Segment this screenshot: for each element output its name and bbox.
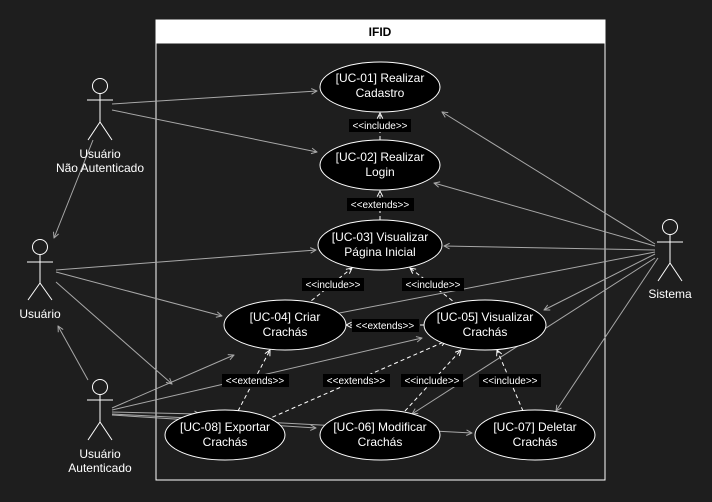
svg-text:[UC-04] Criar: [UC-04] Criar bbox=[250, 310, 321, 324]
label-include-uc05-uc03: <<include>> bbox=[402, 278, 464, 291]
svg-text:Usuário: Usuário bbox=[19, 307, 61, 321]
svg-text:<<include>>: <<include>> bbox=[305, 280, 360, 291]
system-boundary: IFID bbox=[155, 19, 606, 481]
assoc-sistema-uc01 bbox=[442, 112, 656, 245]
actor-usuario-nao-autenticado[interactable]: Usuário Não Autenticado bbox=[56, 78, 144, 176]
svg-text:Sistema: Sistema bbox=[648, 287, 692, 301]
assoc-autenticado-uc08 bbox=[111, 412, 200, 414]
actor-usuario-autenticado[interactable]: Usuário Autenticado bbox=[68, 379, 132, 476]
svg-text:Login: Login bbox=[365, 165, 394, 179]
label-include-uc06-uc05: <<include>> bbox=[401, 374, 463, 387]
svg-text:Crachás: Crachás bbox=[463, 325, 508, 339]
label-include-uc02-uc01: <<include>> bbox=[349, 119, 411, 132]
svg-text:<<include>>: <<include>> bbox=[482, 376, 537, 387]
stick-figure-icon bbox=[657, 219, 683, 282]
svg-text:[UC-08] Exportar: [UC-08] Exportar bbox=[180, 420, 270, 434]
label-extends-uc03-uc02: <<extends>> bbox=[347, 198, 414, 211]
svg-text:<<extends>>: <<extends>> bbox=[351, 200, 410, 211]
svg-text:[UC-07] Deletar: [UC-07] Deletar bbox=[493, 420, 576, 434]
system-title: IFID bbox=[369, 25, 392, 39]
stick-figure-icon bbox=[87, 379, 113, 441]
use-case-uc05[interactable]: [UC-05] Visualizar Crachás bbox=[423, 299, 547, 351]
svg-text:<<include>>: <<include>> bbox=[404, 376, 459, 387]
stick-figure-icon bbox=[27, 239, 53, 301]
label-extends-uc05-uc04: <<extends>> bbox=[352, 319, 419, 332]
assoc-sistema-uc04 bbox=[324, 251, 656, 316]
svg-text:<<extends>>: <<extends>> bbox=[226, 376, 285, 387]
assoc-sistema-uc05 bbox=[544, 253, 656, 310]
svg-text:Crachás: Crachás bbox=[513, 435, 558, 449]
assoc-nao-auth-uc02 bbox=[111, 109, 317, 152]
extends-uc08-uc04 bbox=[237, 350, 270, 412]
association-lines bbox=[54, 91, 659, 433]
use-case-uc03[interactable]: [UC-03] Visualizar Página Inicial bbox=[317, 219, 443, 271]
svg-text:<<include>>: <<include>> bbox=[405, 280, 460, 291]
svg-text:[UC-02] Realizar: [UC-02] Realizar bbox=[336, 150, 425, 164]
actors: Usuário Não Autenticado Usuário Usuário bbox=[19, 78, 692, 476]
svg-text:<<include>>: <<include>> bbox=[352, 121, 407, 132]
stick-figure-icon bbox=[87, 78, 113, 141]
label-include-uc04-uc03: <<include>> bbox=[302, 278, 364, 291]
svg-text:[UC-03] Visualizar: [UC-03] Visualizar bbox=[332, 230, 428, 244]
use-case-uc01[interactable]: [UC-01] Realizar Cadastro bbox=[319, 61, 441, 113]
assoc-autenticado-usuario bbox=[58, 326, 89, 381]
actor-sistema[interactable]: Sistema bbox=[648, 219, 692, 302]
svg-text:Usuário: Usuário bbox=[79, 147, 121, 161]
assoc-usuario-uc08 bbox=[55, 281, 172, 384]
svg-text:[UC-05] Visualizar: [UC-05] Visualizar bbox=[437, 310, 533, 324]
assoc-nao-auth-uc01 bbox=[111, 91, 317, 105]
svg-text:[UC-06] Modificar: [UC-06] Modificar bbox=[333, 420, 426, 434]
label-extends-uc08-uc04: <<extends>> bbox=[222, 374, 289, 387]
svg-text:Crachás: Crachás bbox=[358, 435, 403, 449]
assoc-usuario-uc03 bbox=[55, 250, 316, 271]
svg-text:<<extends>>: <<extends>> bbox=[356, 321, 415, 332]
use-cases: [UC-01] Realizar Cadastro [UC-02] Realiz… bbox=[164, 61, 596, 461]
svg-text:Crachás: Crachás bbox=[263, 325, 308, 339]
actor-usuario[interactable]: Usuário bbox=[19, 239, 61, 322]
svg-text:Usuário: Usuário bbox=[79, 447, 121, 461]
svg-text:Página Inicial: Página Inicial bbox=[344, 245, 415, 259]
relation-labels: <<include>> <<extends>> <<include>> <<in… bbox=[222, 119, 541, 387]
use-case-uc07[interactable]: [UC-07] Deletar Crachás bbox=[474, 409, 596, 461]
assoc-sistema-uc03 bbox=[444, 246, 656, 251]
assoc-sistema-uc07 bbox=[556, 257, 659, 411]
svg-text:[UC-01] Realizar: [UC-01] Realizar bbox=[336, 71, 425, 85]
use-case-uc04[interactable]: [UC-04] Criar Crachás bbox=[223, 299, 347, 351]
svg-text:Autenticado: Autenticado bbox=[68, 461, 132, 475]
svg-text:Cadastro: Cadastro bbox=[356, 86, 405, 100]
label-include-uc07-uc05: <<include>> bbox=[479, 374, 541, 387]
use-case-uc06[interactable]: [UC-06] Modificar Crachás bbox=[319, 409, 441, 461]
assoc-autenticado-uc04 bbox=[111, 355, 234, 409]
assoc-sistema-uc02 bbox=[434, 183, 656, 247]
label-extends-uc08-uc05: <<extends>> bbox=[323, 374, 390, 387]
use-case-uc02[interactable]: [UC-02] Realizar Login bbox=[319, 139, 441, 191]
use-case-uc08[interactable]: [UC-08] Exportar Crachás bbox=[164, 409, 286, 461]
svg-text:Não Autenticado: Não Autenticado bbox=[56, 161, 144, 175]
svg-text:<<extends>>: <<extends>> bbox=[327, 376, 386, 387]
assoc-nao-auth-usuario bbox=[54, 139, 94, 238]
svg-text:Crachás: Crachás bbox=[203, 435, 248, 449]
system-title-bar bbox=[155, 19, 606, 44]
assoc-usuario-uc04 bbox=[55, 271, 222, 316]
